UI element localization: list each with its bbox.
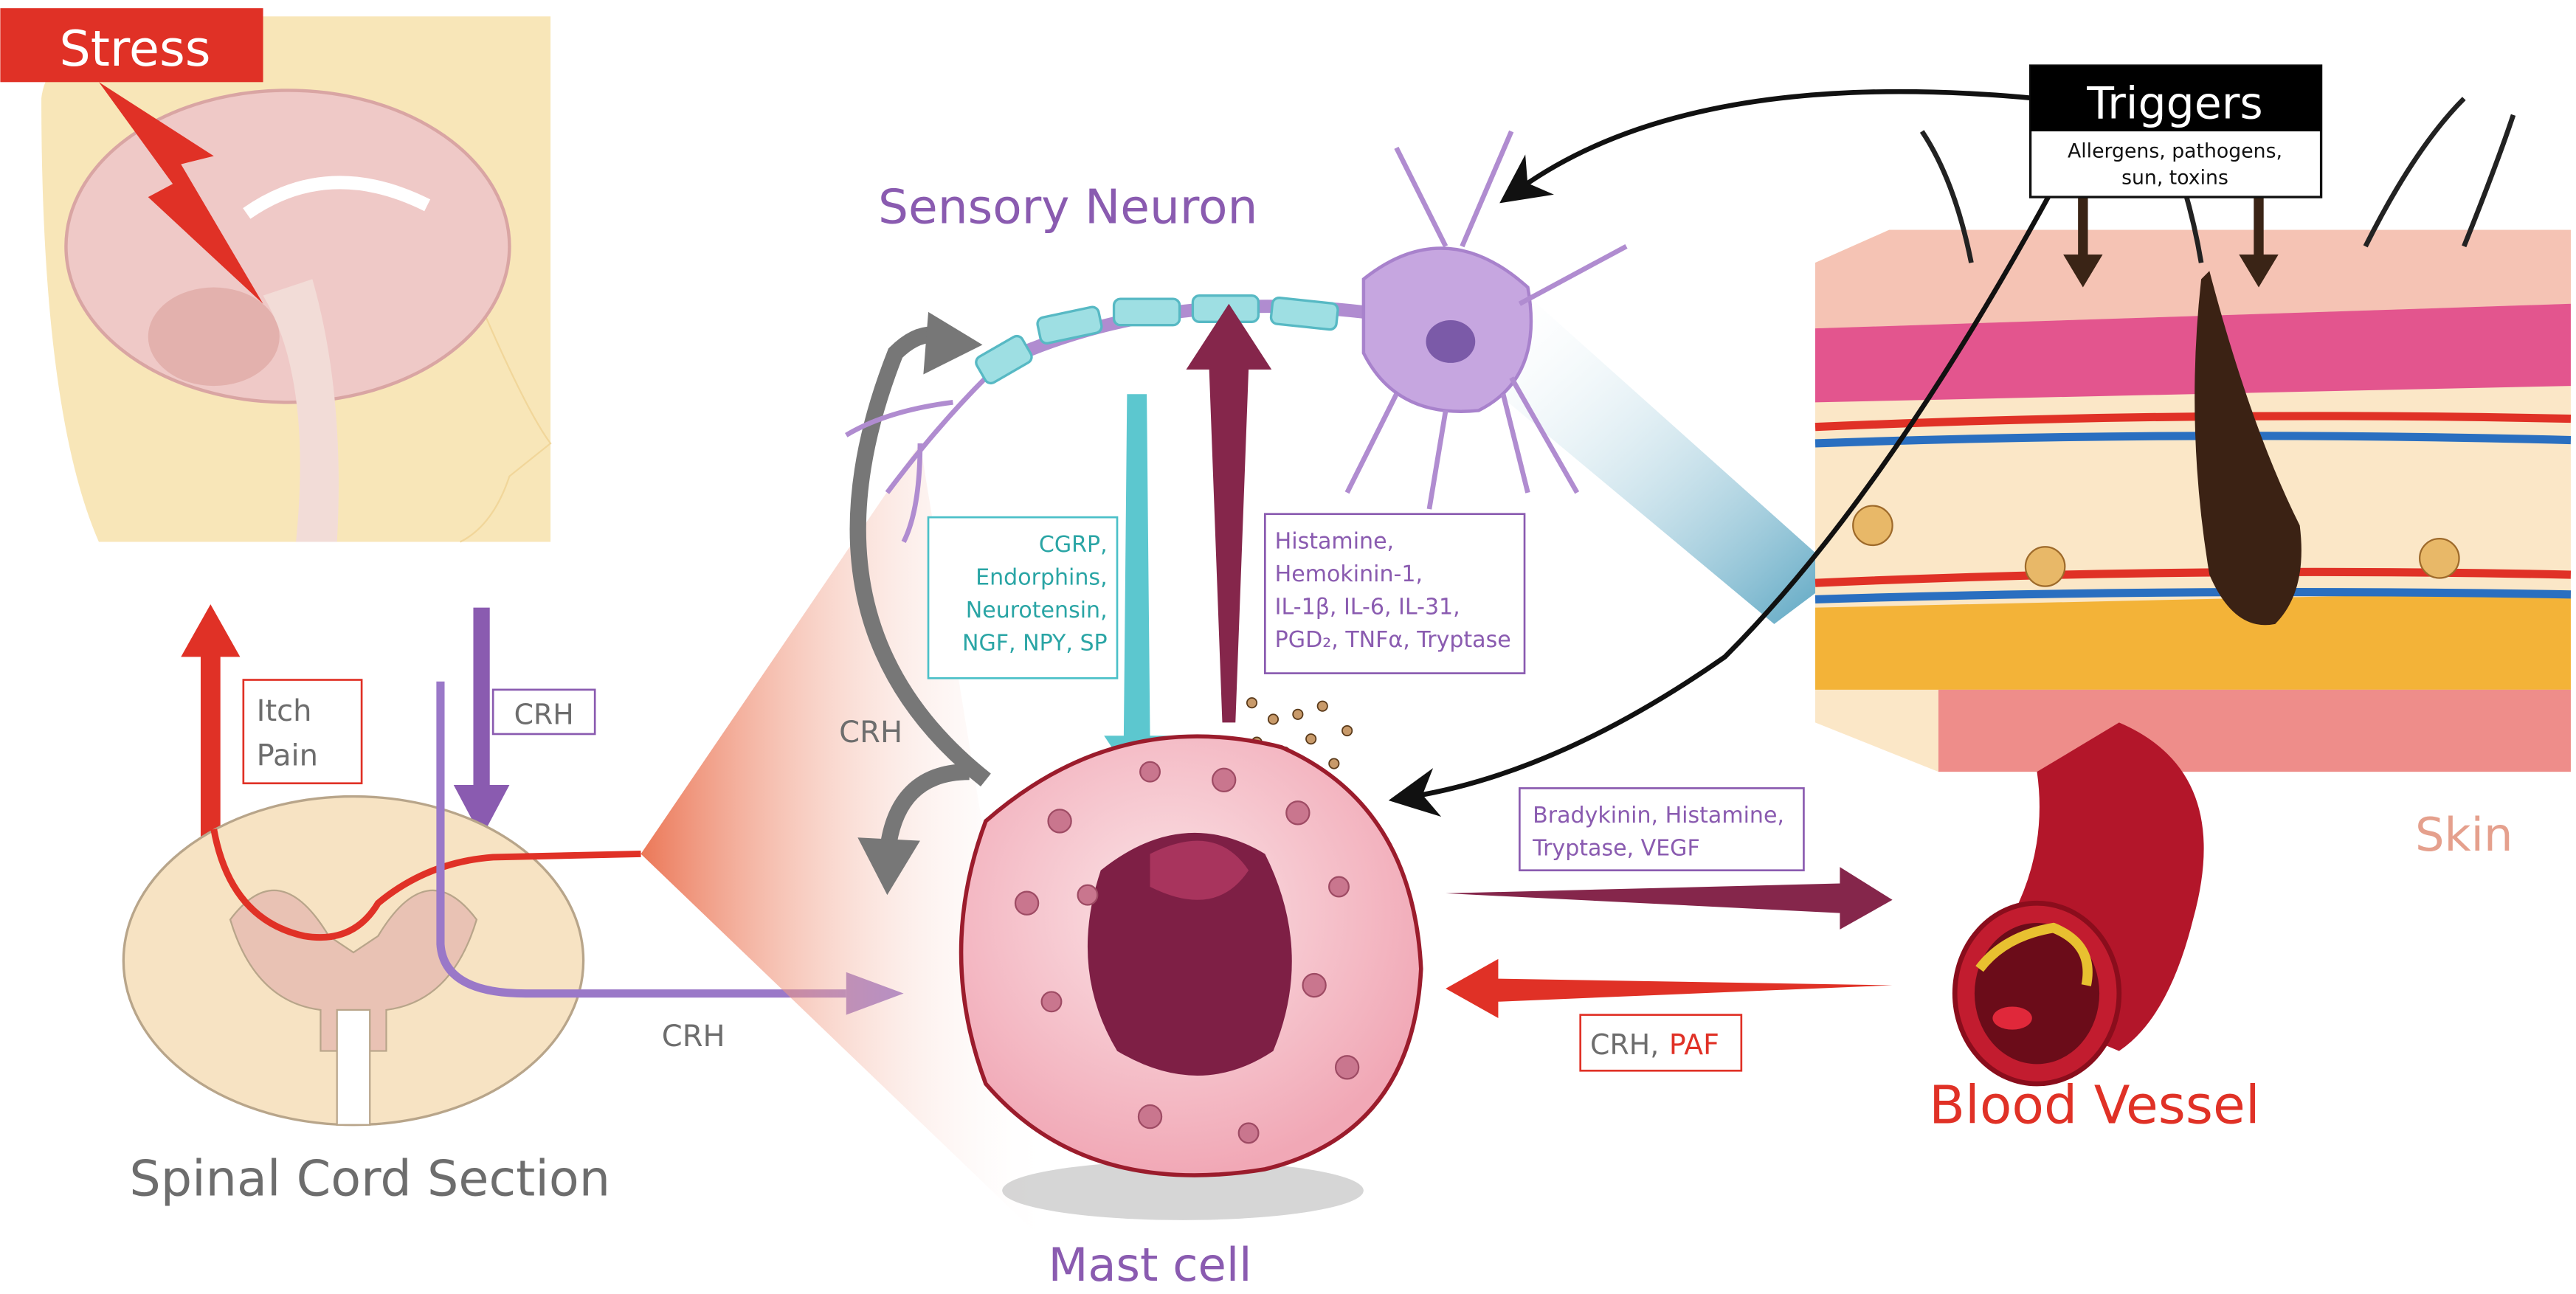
trigger-down-arrows <box>2063 197 2279 288</box>
mediator-pgd2-tnf-tryptase: PGD₂, TNFα, Tryptase <box>1275 627 1511 653</box>
crh-loop-arrow <box>849 326 991 787</box>
itch-pain-up-arrow <box>181 604 241 838</box>
mediator-interleukins: IL-1β, IL-6, IL-31, <box>1275 594 1460 620</box>
paf-label: PAF <box>1669 1028 1719 1061</box>
spinal-cord-illustration <box>122 795 585 1127</box>
mast-mediators-box <box>1264 513 1526 674</box>
mediator-tryptase-vegf: Tryptase, VEGF <box>1532 836 1700 862</box>
stress-bolt-icon <box>98 82 263 304</box>
skin-illustration <box>1814 64 2572 772</box>
crh-down-arrow <box>453 607 510 838</box>
blood-vessel-illustration <box>1952 722 2204 1087</box>
itch-pain-box <box>242 679 363 785</box>
blood-vessel-label: Blood Vessel <box>1929 1075 2259 1136</box>
mast-to-vessel-arrow <box>1446 867 1893 930</box>
mast-cell-label: Mast cell <box>1049 1238 1252 1292</box>
triggers-title: Triggers <box>2086 77 2263 129</box>
crh-spinal-box <box>491 688 596 736</box>
itch-label: Itch <box>257 694 312 728</box>
neuron-mediators-box <box>927 516 1119 679</box>
triggers-box <box>2028 64 2323 198</box>
mediator-bradykinin-histamine: Bradykinin, Histamine, <box>1533 803 1784 828</box>
sensory-neuron-illustration <box>845 130 1628 544</box>
spinal-cord-label: Spinal Cord Section <box>129 1149 610 1207</box>
triggers-line-2: sun, toxins <box>2121 166 2228 189</box>
stress-badge <box>0 8 263 83</box>
mediator-histamine: Histamine, <box>1275 528 1394 554</box>
vessel-to-mast-arrow <box>1446 958 1893 1019</box>
mediator-hemokinin: Hemokinin-1, <box>1275 561 1423 587</box>
vessel-mediators-box <box>1519 787 1805 872</box>
mediator-endorphins: Endorphins, <box>976 564 1107 590</box>
crh-vessel-label: CRH, <box>1590 1028 1659 1061</box>
crh-curve-label: CRH <box>839 716 902 750</box>
mediator-cgrp: CGRP, <box>1039 532 1108 558</box>
trigger-to-mast-arrow <box>1388 171 2064 817</box>
skin-label: Skin <box>2415 808 2513 862</box>
neuron-to-mast-arrow <box>1104 394 1170 785</box>
skin-zoom-cone <box>1478 295 1840 624</box>
triggers-line-1: Allergens, pathogens, <box>2068 140 2282 163</box>
sensory-neuron-label: Sensory Neuron <box>878 180 1257 235</box>
mast-cell-illustration <box>959 734 1423 1220</box>
crh-bottom-label: CRH <box>662 1020 725 1053</box>
mast-to-neuron-arrow <box>1186 303 1272 723</box>
mediator-neurotensin: Neurotensin, <box>966 598 1108 623</box>
crh-nerve-path <box>436 681 846 998</box>
trigger-to-neuron-arrow <box>1499 89 2037 204</box>
pain-label: Pain <box>257 738 318 772</box>
crh-spinal-label: CRH <box>514 699 574 731</box>
mediator-ngf-npy-sp: NGF, NPY, SP <box>962 630 1108 656</box>
stress-label: Stress <box>59 20 210 77</box>
crh-paf-box <box>1579 1014 1743 1072</box>
